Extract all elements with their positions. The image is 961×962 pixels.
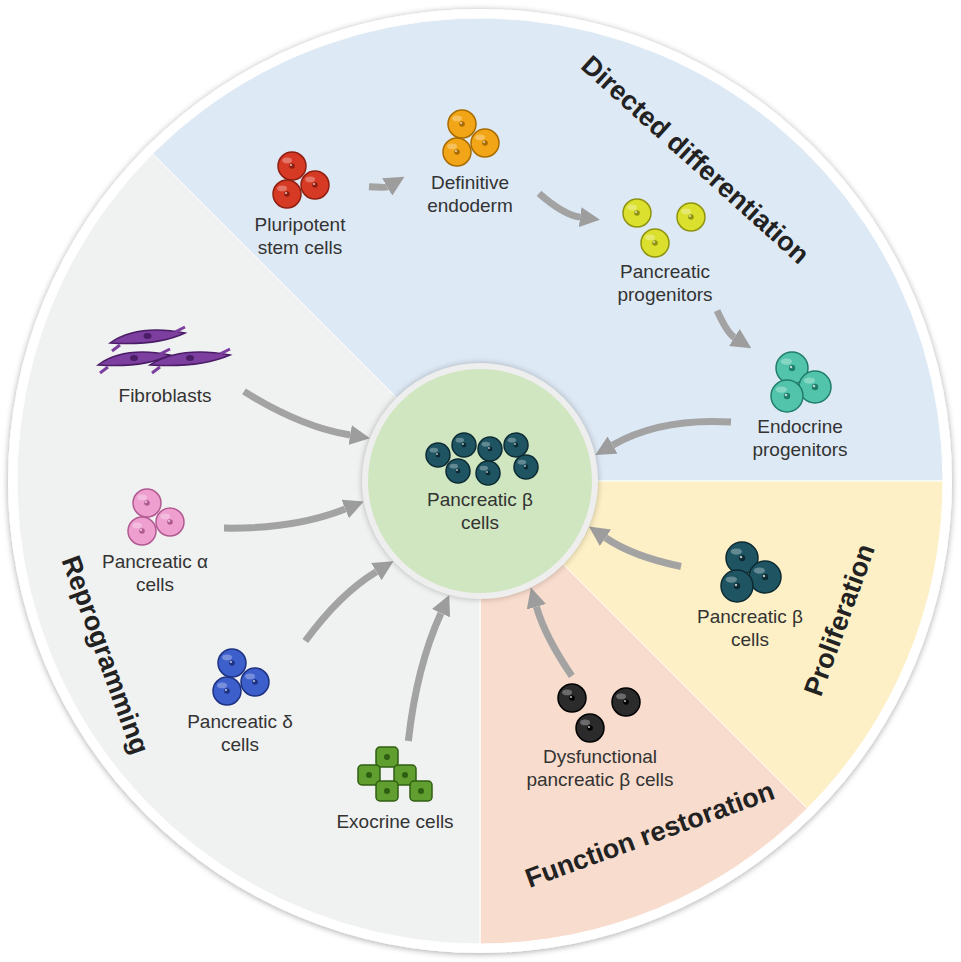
cell-cluster [90, 315, 240, 385]
flow-arrow [305, 572, 376, 641]
flow-arrow [717, 311, 734, 338]
cell-group: Exocrine cells [330, 745, 460, 834]
node-label: Exocrine cells [330, 811, 460, 834]
flow-arrow [539, 193, 580, 217]
cell-cluster [685, 540, 815, 606]
node-label: Pluripotent stem cells [235, 214, 365, 260]
flow-arrow [224, 509, 345, 528]
flow-arrow [605, 538, 681, 567]
cell-cluster [175, 645, 305, 711]
cell-cluster [535, 680, 665, 746]
cell-group: Pluripotent stem cells [235, 148, 365, 260]
outer-ring [8, 9, 952, 953]
node-label: Fibroblasts [90, 385, 240, 408]
cell-group: Dysfunctional pancreatic β cells [505, 680, 695, 792]
cell-cluster [600, 195, 730, 261]
cell-cluster [235, 148, 365, 214]
cell-group: Endocrine progenitors [735, 350, 865, 462]
node-label: Endocrine progenitors [735, 416, 865, 462]
center-circle: Pancreatic β cells [362, 363, 598, 599]
flow-arrow [613, 421, 731, 445]
node-label: Dysfunctional pancreatic β cells [505, 746, 695, 792]
node-label: Pancreatic β cells [415, 489, 545, 535]
sector-group [17, 18, 943, 944]
flow-arrow [408, 613, 441, 741]
node-label: Pancreatic δ cells [175, 711, 305, 757]
cell-cluster [405, 106, 535, 172]
node-label: Pancreatic β cells [685, 606, 815, 652]
node-label: Pancreatic progenitors [600, 261, 730, 307]
cell-cluster [90, 485, 220, 551]
flow-arrow [536, 607, 571, 676]
cell-group: Pancreatic progenitors [600, 195, 730, 307]
cell-group: Definitive endoderm [405, 106, 535, 218]
cell-cluster [735, 350, 865, 416]
node-label: Definitive endoderm [405, 172, 535, 218]
cell-group: Pancreatic α cells [90, 485, 220, 597]
cell-cluster [330, 745, 460, 811]
cell-group: Fibroblasts [90, 315, 240, 408]
cell-group: Pancreatic δ cells [175, 645, 305, 757]
flow-arrow [244, 391, 350, 435]
cell-cluster [415, 427, 545, 489]
flow-arrow [369, 183, 387, 190]
cell-group: Pancreatic β cells [685, 540, 815, 652]
node-label: Pancreatic α cells [90, 551, 220, 597]
